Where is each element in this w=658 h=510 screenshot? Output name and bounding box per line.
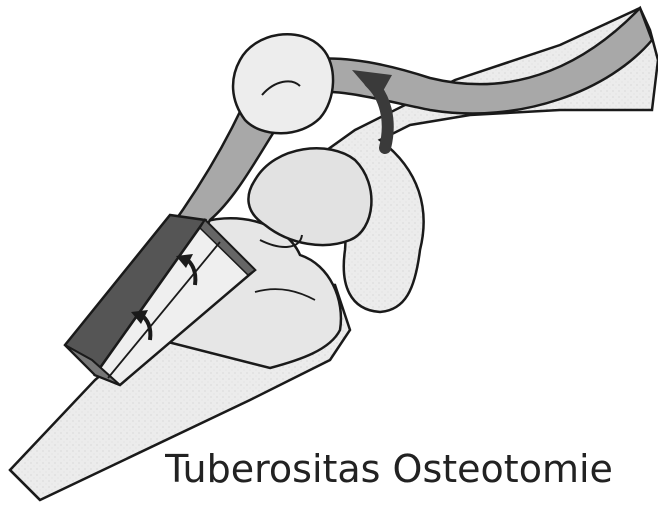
patella bbox=[233, 34, 333, 133]
diagram-caption: Tuberositas Osteotomie bbox=[0, 446, 658, 492]
